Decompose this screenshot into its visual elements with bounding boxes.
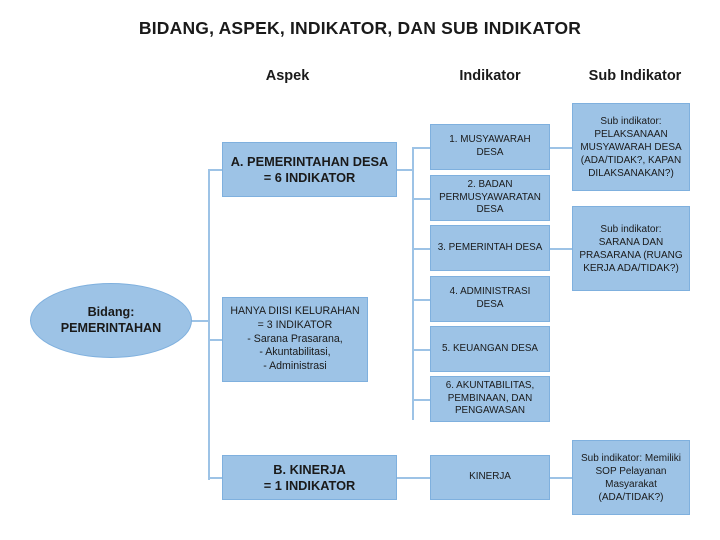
sub-indikator-pelaksanaan-musyawarah-label: Sub indikator: PELAKSANAAN MUSYAWARAH DE… [580, 115, 682, 179]
indikator-pemerintah-desa[interactable]: 3. PEMERINTAH DESA [430, 225, 550, 271]
indikator-badan-permusyawaratan-desa[interactable]: 2. BADAN PERMUSYAWARATAN DESA [430, 175, 550, 221]
indikator-kinerja-label: KINERJA [469, 471, 511, 483]
indikator-administrasi-desa[interactable]: 4. ADMINISTRASI DESA [430, 276, 550, 322]
connector-aspek-b-to-kinerja [396, 477, 430, 479]
aspek-pemerintahan-desa-label: A. PEMERINTAHAN DESA = 6 INDIKATOR [230, 154, 389, 185]
sub-indikator-sop[interactable]: Sub indikator: Memiliki SOP Pelayanan Ma… [572, 440, 690, 515]
sub-indikator-sarana-prasarana[interactable]: Sub indikator: SARANA DAN PRASARANA (RUA… [572, 206, 690, 291]
page-title: BIDANG, ASPEK, INDIKATOR, DAN SUB INDIKA… [138, 18, 582, 38]
sub-indikator-sarana-prasarana-label: Sub indikator: SARANA DAN PRASARANA (RUA… [579, 223, 683, 274]
connector-indikator-spine [412, 148, 414, 420]
aspek-kelurahan-label: HANYA DIISI KELURAHAN = 3 INDIKATOR - Sa… [230, 305, 360, 373]
connector-ind-1 [412, 147, 430, 149]
indikator-administrasi-desa-label: 4. ADMINISTRASI DESA [449, 286, 531, 310]
indikator-akuntabilitas[interactable]: 6. AKUNTABILITAS, PEMBINAAN, DAN PENGAWA… [430, 376, 550, 422]
indikator-musyawarah-desa[interactable]: 1. MUSYAWARAH DESA [430, 124, 550, 170]
column-header-aspek: Aspek [265, 68, 310, 84]
connector-aspek-spine [208, 170, 210, 480]
connector-aspek-kelurahan [208, 339, 222, 341]
connector-ind-3 [412, 248, 430, 250]
connector-ind1-to-sub1 [550, 147, 572, 149]
column-header-indikator: Indikator [459, 68, 521, 84]
connector-ind-6 [412, 399, 430, 401]
connector-ind3-to-sub2 [550, 248, 572, 250]
sub-indikator-sop-label: Sub indikator: Memiliki SOP Pelayanan Ma… [580, 452, 682, 503]
connector-ind-2 [412, 198, 430, 200]
connector-kinerja-to-sub3 [550, 477, 572, 479]
connector-bidang-to-aspek [190, 320, 210, 322]
indikator-keuangan-desa-label: 5. KEUANGAN DESA [441, 342, 539, 354]
connector-aspek-b [208, 477, 222, 479]
connector-aspek-a-to-indikator [396, 169, 414, 171]
aspek-pemerintahan-desa[interactable]: A. PEMERINTAHAN DESA = 6 INDIKATOR [222, 142, 397, 197]
aspek-kinerja-label: B. KINERJA = 1 INDIKATOR [263, 462, 356, 493]
aspek-kelurahan[interactable]: HANYA DIISI KELURAHAN = 3 INDIKATOR - Sa… [222, 297, 368, 382]
bidang-ellipse[interactable]: Bidang: PEMERINTAHAN [30, 283, 192, 358]
connector-ind-5 [412, 349, 430, 351]
indikator-akuntabilitas-label: 6. AKUNTABILITAS, PEMBINAAN, DAN PENGAWA… [445, 379, 535, 417]
indikator-badan-permusyawaratan-desa-label: 2. BADAN PERMUSYAWARATAN DESA [439, 178, 541, 216]
column-header-sub-indikator: Sub Indikator [588, 68, 682, 84]
indikator-kinerja[interactable]: KINERJA [430, 455, 550, 500]
connector-aspek-a [208, 169, 222, 171]
indikator-keuangan-desa[interactable]: 5. KEUANGAN DESA [430, 326, 550, 372]
bidang-label: Bidang: PEMERINTAHAN [60, 304, 162, 335]
sub-indikator-pelaksanaan-musyawarah[interactable]: Sub indikator: PELAKSANAAN MUSYAWARAH DE… [572, 103, 690, 191]
aspek-kinerja[interactable]: B. KINERJA = 1 INDIKATOR [222, 455, 397, 500]
indikator-musyawarah-desa-label: 1. MUSYAWARAH DESA [449, 134, 531, 158]
indikator-pemerintah-desa-label: 3. PEMERINTAH DESA [437, 241, 543, 253]
connector-ind-4 [412, 299, 430, 301]
